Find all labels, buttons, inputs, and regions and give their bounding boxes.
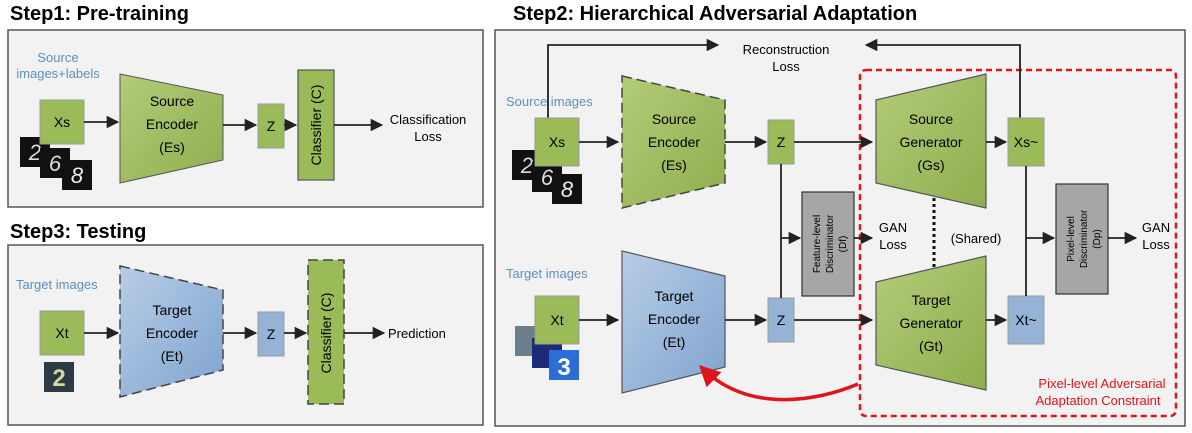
step1-source-label: Source bbox=[37, 50, 78, 65]
step1-xs: Xs bbox=[54, 114, 70, 130]
step3-z: Z bbox=[267, 326, 276, 342]
step1-source-label-2: images+labels bbox=[16, 66, 100, 81]
step1-classifier-label: Classifier (C) bbox=[308, 85, 324, 166]
s2-digit-3: 3 bbox=[557, 354, 570, 381]
step1-z-box bbox=[257, 103, 285, 149]
srcgen-line2: Generator bbox=[899, 134, 962, 150]
step3-classifier bbox=[307, 259, 345, 405]
step1-source-encoder bbox=[119, 73, 224, 184]
tgtgen-line3: (Gt) bbox=[919, 338, 943, 354]
recon-loss-line2: Loss bbox=[772, 59, 800, 74]
feature-level-discriminator bbox=[801, 191, 855, 297]
tgt-enc-line2: Encoder bbox=[648, 311, 700, 327]
digit-8: 8 bbox=[71, 163, 84, 188]
pixdisc-line2: Discriminator bbox=[1079, 209, 1090, 268]
step3-target-label: Target images bbox=[16, 277, 98, 292]
recon-arrow-left bbox=[547, 38, 720, 118]
step3-digit-img bbox=[44, 362, 74, 392]
srcgen-line1: Source bbox=[909, 111, 954, 127]
xt-tilde: Xt~ bbox=[1015, 312, 1036, 328]
pixdisc-line3: (Dp) bbox=[1092, 229, 1103, 248]
src-enc-line3: (Es) bbox=[661, 157, 687, 173]
s2-digit-2: 2 bbox=[520, 153, 533, 178]
source-generator bbox=[875, 73, 987, 209]
step3-prediction: Prediction bbox=[388, 326, 446, 341]
featdisc-line1: Feature-level bbox=[812, 215, 823, 273]
step3-target-encoder bbox=[119, 265, 224, 398]
step2-source-digit-stack: 2 6 8 bbox=[512, 150, 582, 204]
step3-classifier-label: Classifier (C) bbox=[318, 293, 334, 374]
step3-title: Step3: Testing bbox=[10, 221, 146, 243]
shared-label: (Shared) bbox=[951, 231, 1002, 246]
tgt-enc-line3: (Et) bbox=[663, 334, 686, 350]
step3-encoder-line3: (Et) bbox=[161, 348, 184, 364]
step2-zt-box bbox=[767, 297, 795, 343]
srcgen-line3: (Gs) bbox=[917, 157, 944, 173]
xs-tilde: Xs~ bbox=[1014, 134, 1039, 150]
step1-classifier bbox=[297, 69, 335, 181]
step1-encoder-line2: Encoder bbox=[146, 116, 198, 132]
pixdisc-line1: Pixel-level bbox=[1066, 216, 1077, 262]
tgtgen-line1: Target bbox=[912, 292, 951, 308]
step2-target-encoder bbox=[621, 250, 726, 394]
step3-digit: 2 bbox=[52, 365, 65, 392]
step3-encoder-line1: Target bbox=[153, 302, 192, 318]
step2-zs-box bbox=[767, 119, 795, 165]
step3-xt: Xt bbox=[55, 325, 68, 341]
step2-title: Step2: Hierarchical Adversarial Adaptati… bbox=[513, 3, 917, 25]
pixel-constraint-region bbox=[858, 68, 1178, 418]
step2-xt-box bbox=[534, 295, 580, 345]
step3-encoder-line2: Encoder bbox=[146, 325, 198, 341]
digit-2: 2 bbox=[28, 140, 41, 165]
pix-gan-loss-2: Loss bbox=[1142, 237, 1170, 252]
step1-title: Step1: Pre-training bbox=[10, 3, 189, 25]
xs-tilde-box bbox=[1007, 117, 1045, 167]
step2-zs: Z bbox=[777, 134, 786, 150]
step1-loss-line1: Classification bbox=[390, 112, 467, 127]
s2-digit-8: 8 bbox=[561, 177, 574, 202]
s2-digit-6: 6 bbox=[541, 165, 554, 190]
src-enc-line1: Source bbox=[652, 111, 697, 127]
step1-z: Z bbox=[267, 118, 276, 134]
step2-xs: Xs bbox=[549, 134, 565, 150]
feat-gan-loss-2: Loss bbox=[879, 237, 907, 252]
featdisc-line3: (Df) bbox=[838, 236, 849, 253]
constraint-label-2: Adaptation Constraint bbox=[1035, 393, 1160, 408]
tgtgen-line2: Generator bbox=[899, 315, 962, 331]
step3-z-box bbox=[257, 311, 285, 357]
step2-target-label: Target images bbox=[506, 266, 588, 281]
step2-source-label: Source images bbox=[506, 94, 593, 109]
pix-gan-loss-1: GAN bbox=[1142, 220, 1170, 235]
feat-gan-loss-1: GAN bbox=[879, 220, 907, 235]
recon-arrow-right bbox=[864, 38, 1021, 118]
step1-encoder-line1: Source bbox=[150, 93, 195, 109]
pixel-level-discriminator bbox=[1055, 183, 1109, 295]
digit-6: 6 bbox=[49, 151, 62, 176]
step2-zt: Z bbox=[777, 312, 786, 328]
step2-source-encoder bbox=[621, 75, 726, 209]
src-enc-line2: Encoder bbox=[648, 134, 700, 150]
step2-xt: Xt bbox=[550, 312, 563, 328]
featdisc-line2: Discriminator bbox=[825, 214, 836, 273]
pixel-constraint-feedback-arrow bbox=[698, 365, 859, 402]
target-generator bbox=[875, 255, 987, 391]
step1-encoder-line3: (Es) bbox=[159, 139, 185, 155]
step1-loss-line2: Loss bbox=[414, 129, 442, 144]
constraint-label-1: Pixel-level Adversarial bbox=[1038, 376, 1165, 391]
step2-xs-box bbox=[534, 117, 580, 167]
tgt-enc-line1: Target bbox=[655, 288, 694, 304]
recon-loss-line1: Reconstruction bbox=[743, 42, 830, 57]
step1-digit-stack: 2 6 8 bbox=[20, 137, 92, 190]
